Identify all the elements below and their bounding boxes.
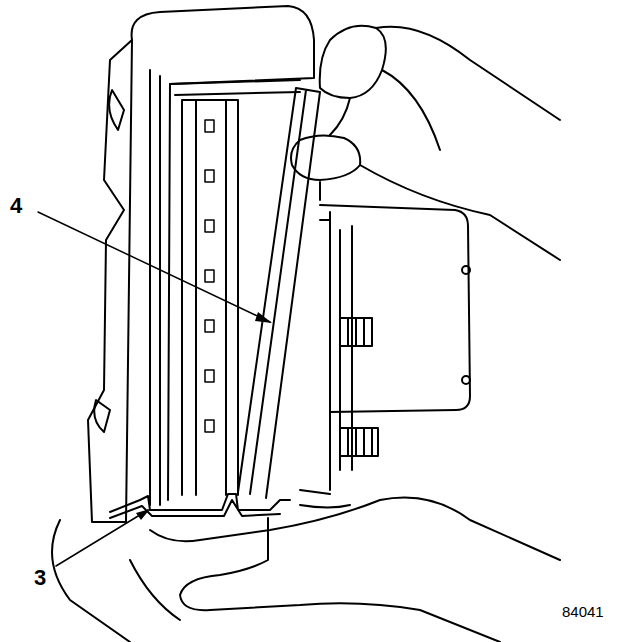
outer-pad bbox=[238, 88, 320, 498]
hub bbox=[300, 205, 470, 494]
arrowhead bbox=[255, 312, 272, 323]
caliper-body bbox=[88, 6, 314, 522]
pad-slots bbox=[205, 120, 214, 432]
inner-pad bbox=[182, 100, 238, 495]
spring-clip bbox=[110, 494, 290, 518]
figure-number: 84041 bbox=[560, 604, 606, 621]
wheel-stud bbox=[340, 318, 372, 346]
leader-line bbox=[56, 510, 148, 566]
hub-face bbox=[340, 226, 352, 470]
caliper-frame bbox=[150, 70, 300, 505]
callout-number: 4 bbox=[8, 194, 24, 218]
hand-top bbox=[291, 26, 560, 260]
leader-line bbox=[38, 212, 270, 322]
callout-number: 3 bbox=[32, 566, 48, 590]
hand-bottom bbox=[52, 498, 560, 642]
caliper-ear bbox=[94, 90, 124, 432]
wheel-stud bbox=[340, 428, 378, 456]
arrowhead bbox=[136, 509, 150, 520]
